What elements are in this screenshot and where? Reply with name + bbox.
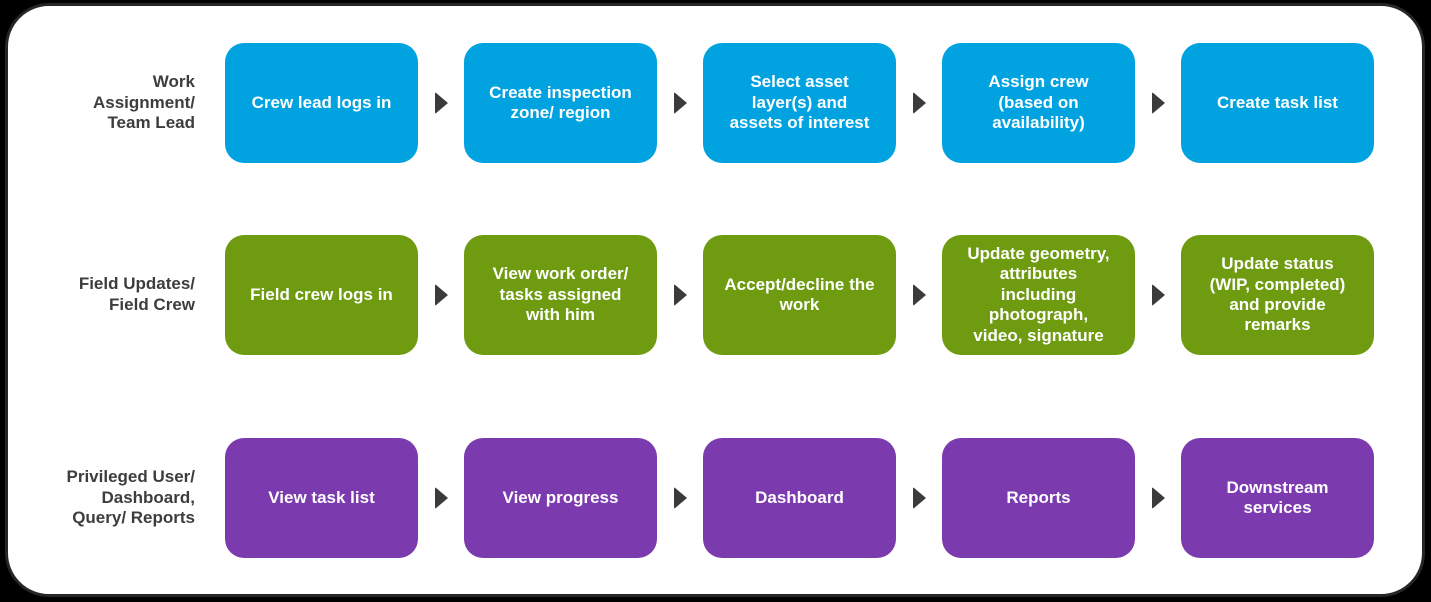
flow-step-dashboard: Dashboard xyxy=(703,438,896,558)
diagram-panel: Work Assignment/ Team Lead Crew lead log… xyxy=(5,3,1425,597)
flow-step-accept-decline-work: Accept/decline the work xyxy=(703,235,896,355)
flow-step-field-crew-logs-in: Field crew logs in xyxy=(225,235,418,355)
right-triangle-icon xyxy=(1151,92,1165,114)
right-triangle-icon xyxy=(912,92,926,114)
lane-steps: Crew lead logs in Create inspection zone… xyxy=(225,43,1374,163)
right-triangle-icon xyxy=(673,92,687,114)
lane-work-assignment: Work Assignment/ Team Lead Crew lead log… xyxy=(8,43,1422,163)
flow-step-crew-lead-logs-in: Crew lead logs in xyxy=(225,43,418,163)
lane-label-privileged-user: Privileged User/ Dashboard, Query/ Repor… xyxy=(66,466,195,528)
flow-step-view-progress: View progress xyxy=(464,438,657,558)
flow-step-create-task-list: Create task list xyxy=(1181,43,1374,163)
flow-step-update-status: Update status (WIP, completed) and provi… xyxy=(1181,235,1374,355)
flow-step-view-task-list: View task list xyxy=(225,438,418,558)
flow-step-create-inspection-zone: Create inspection zone/ region xyxy=(464,43,657,163)
lane-privileged-user: Privileged User/ Dashboard, Query/ Repor… xyxy=(8,438,1422,558)
right-triangle-icon xyxy=(434,92,448,114)
right-triangle-icon xyxy=(912,487,926,509)
flow-step-select-asset-layers: Select asset layer(s) and assets of inte… xyxy=(703,43,896,163)
flow-step-assign-crew: Assign crew (based on availability) xyxy=(942,43,1135,163)
right-triangle-icon xyxy=(1151,284,1165,306)
lane-label-work-assignment: Work Assignment/ Team Lead xyxy=(92,71,195,133)
lane-field-updates: Field Updates/ Field Crew Field crew log… xyxy=(8,235,1422,355)
lane-label-field-updates: Field Updates/ Field Crew xyxy=(78,274,195,314)
right-triangle-icon xyxy=(912,284,926,306)
right-triangle-icon xyxy=(434,284,448,306)
flow-step-reports: Reports xyxy=(942,438,1135,558)
right-triangle-icon xyxy=(1151,487,1165,509)
lane-steps: Field crew logs in View work order/ task… xyxy=(225,235,1374,355)
right-triangle-icon xyxy=(434,487,448,509)
lane-steps: View task list View progress Dashboard R… xyxy=(225,438,1374,558)
right-triangle-icon xyxy=(673,487,687,509)
right-triangle-icon xyxy=(673,284,687,306)
flow-step-downstream-services: Downstream services xyxy=(1181,438,1374,558)
flow-step-view-work-order: View work order/ tasks assigned with him xyxy=(464,235,657,355)
flow-step-update-geometry: Update geometry, attributes including ph… xyxy=(942,235,1135,355)
